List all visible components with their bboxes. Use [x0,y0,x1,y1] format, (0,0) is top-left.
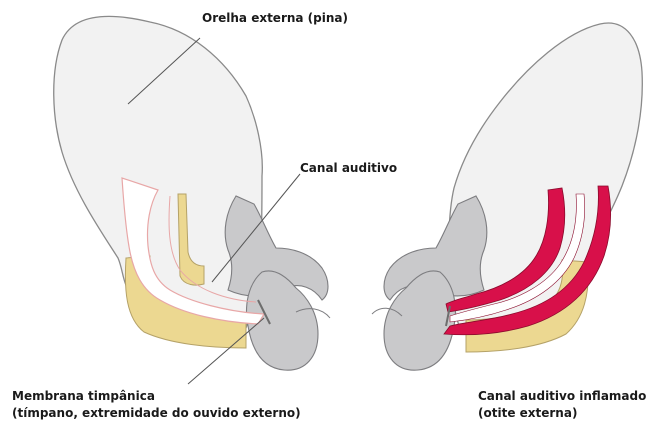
right-ear-inflamed [372,23,642,370]
membrane-note-label: (tímpano, extremidade do ouvido externo) [12,405,301,421]
membrane-title-label: Membrana timpânica [12,388,155,404]
inflamed-title-label: Canal auditivo inflamado [478,388,646,404]
left-ear-normal [54,16,330,370]
inflamed-note-label: (otite externa) [478,405,577,421]
canal-label: Canal auditivo [300,160,397,176]
pinna-label: Orelha externa (pina) [202,10,348,26]
